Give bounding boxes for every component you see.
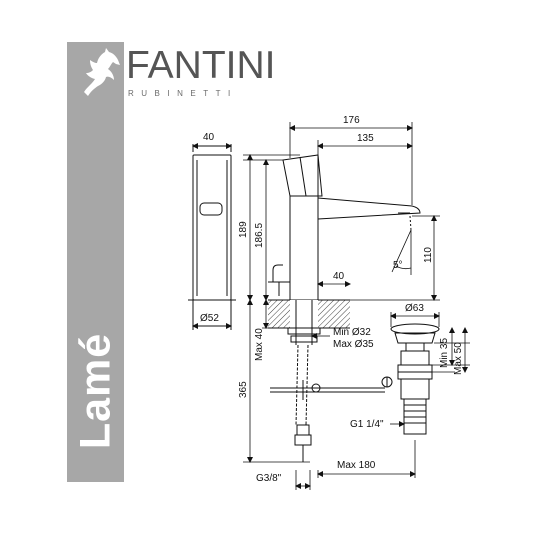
dim-spout-angle: 5° — [393, 260, 403, 271]
side-band — [67, 42, 124, 482]
brand-subtitle: RUBINETTI — [128, 89, 238, 98]
dimension-lines — [243, 122, 470, 490]
dim-spout-reach: 135 — [357, 133, 374, 144]
hose-assembly — [270, 300, 385, 462]
dim-spout-clearance: 110 — [423, 247, 434, 263]
horse-logo-icon — [84, 48, 120, 96]
dim-hole-min: Min Ø32 — [333, 327, 371, 338]
brand-name: FANTINI — [126, 44, 276, 87]
dim-hose-thread: G3/8" — [256, 473, 282, 484]
dim-base-diameter: Ø52 — [200, 313, 219, 324]
dim-waste-min: Min 35 — [439, 338, 450, 368]
dim-pull-rod: Max 180 — [337, 460, 376, 471]
dim-hole-max: Max Ø35 — [333, 339, 374, 350]
dim-waste-max: Max 50 — [453, 342, 464, 375]
dim-waste-thread: G1 1/4" — [350, 419, 384, 430]
dim-front-offset: 40 — [333, 271, 345, 282]
dim-total-height: 189 — [238, 221, 249, 238]
pop-up-waste — [381, 323, 440, 435]
dim-overall-projection: 176 — [343, 115, 360, 126]
dim-waste-diameter: Ø63 — [405, 303, 424, 314]
dim-max-deck: Max 40 — [254, 328, 265, 361]
dim-body-depth: 40 — [203, 132, 215, 143]
dim-flex-length: 365 — [238, 381, 249, 398]
dim-lever-height: 186.5 — [254, 223, 265, 248]
side-view — [188, 143, 236, 330]
